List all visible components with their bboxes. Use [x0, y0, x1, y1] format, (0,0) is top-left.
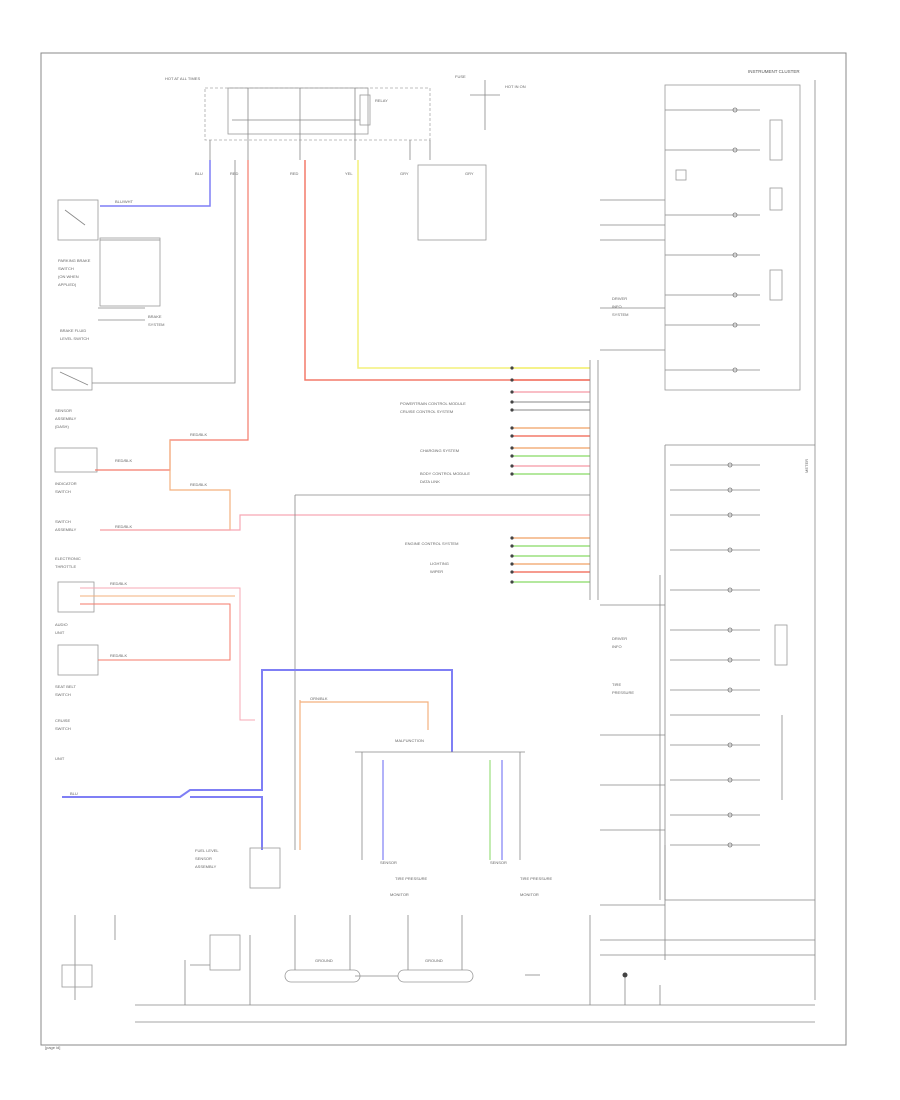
svg-text:METER: METER: [804, 459, 809, 473]
svg-text:SENSOR: SENSOR: [490, 860, 507, 865]
svg-text:RELAY: RELAY: [375, 98, 388, 103]
svg-text:LIGHTING: LIGHTING: [430, 561, 449, 566]
svg-text:RED/BLK: RED/BLK: [190, 482, 207, 487]
svg-text:DRIVER: DRIVER: [612, 636, 627, 641]
top-right-connector: FUSE HOT IN ON: [417, 74, 526, 241]
page-id: [page id]: [45, 1045, 60, 1050]
svg-text:BLU: BLU: [195, 171, 203, 176]
svg-text:ASSEMBLY: ASSEMBLY: [55, 416, 77, 421]
svg-text:ELECTRONIC: ELECTRONIC: [55, 556, 81, 561]
svg-text:UNIT: UNIT: [55, 630, 65, 635]
left-labels-middle: SENSOR ASSEMBLY (DASH) INDICATOR SWITCH …: [54, 408, 99, 761]
svg-text:SENSOR: SENSOR: [55, 408, 72, 413]
svg-text:ASSEMBLY: ASSEMBLY: [55, 527, 77, 532]
svg-text:CHARGING SYSTEM: CHARGING SYSTEM: [420, 448, 459, 453]
svg-text:INDICATOR: INDICATOR: [55, 481, 77, 486]
svg-text:WIPER: WIPER: [430, 569, 443, 574]
svg-text:RED/BLK: RED/BLK: [110, 581, 127, 586]
svg-text:ASSEMBLY: ASSEMBLY: [195, 864, 217, 869]
instrument-cluster: METER DRIVER: [600, 80, 816, 1000]
svg-text:PARKING BRAKE: PARKING BRAKE: [58, 258, 91, 263]
right-wire-stubs: [510, 366, 590, 584]
left-switch-2: BRAKE FLUID LEVEL SWITCH BRAKE SYSTEM: [51, 314, 164, 391]
svg-text:CRUISE: CRUISE: [55, 718, 70, 723]
wire-yellow: [357, 160, 590, 369]
svg-text:BRAKE FLUID: BRAKE FLUID: [60, 328, 86, 333]
svg-text:RED: RED: [230, 171, 239, 176]
svg-text:BODY CONTROL MODULE: BODY CONTROL MODULE: [420, 471, 470, 476]
center-junction: MALFUNCTION SENSOR SENSOR TIRE PRESSURE …: [355, 738, 553, 897]
svg-text:CRUISE CONTROL SYSTEM: CRUISE CONTROL SYSTEM: [400, 409, 453, 414]
svg-text:FUEL LEVEL: FUEL LEVEL: [195, 848, 219, 853]
wire-blue-top: [100, 160, 211, 207]
svg-text:UNIT: UNIT: [55, 756, 65, 761]
svg-text:BLU/WHT: BLU/WHT: [115, 199, 134, 204]
svg-text:SENSOR: SENSOR: [380, 860, 397, 865]
svg-text:SWITCH: SWITCH: [55, 519, 71, 524]
svg-text:TIRE: TIRE: [612, 682, 621, 687]
fuse-relay-box: HOT AT ALL TIMES RELAY BLU RED RED YEL G…: [165, 76, 474, 176]
svg-text:GRY: GRY: [465, 171, 474, 176]
svg-text:INFO: INFO: [612, 304, 622, 309]
svg-text:RED: RED: [290, 171, 299, 176]
left-switch-1: PARKING BRAKE SWITCH (ON WHEN APPLIED): [57, 199, 161, 307]
svg-text:DATA LINK: DATA LINK: [420, 479, 440, 484]
fuel-sensor: FUEL LEVEL SENSOR ASSEMBLY: [195, 847, 281, 889]
svg-text:APPLIED): APPLIED): [58, 282, 77, 287]
svg-text:RED/BLK: RED/BLK: [115, 458, 132, 463]
svg-text:SYSTEM: SYSTEM: [612, 312, 628, 317]
svg-text:RED/BLK: RED/BLK: [115, 524, 132, 529]
svg-text:SWITCH: SWITCH: [55, 692, 71, 697]
svg-text:(DASH): (DASH): [55, 424, 69, 429]
svg-text:INFO: INFO: [612, 644, 622, 649]
svg-text:RED/BLK: RED/BLK: [110, 653, 127, 658]
svg-text:ORN/BLK: ORN/BLK: [310, 696, 328, 701]
svg-text:LEVEL SWITCH: LEVEL SWITCH: [60, 336, 89, 341]
svg-text:SWITCH: SWITCH: [58, 266, 74, 271]
svg-text:BRAKE: BRAKE: [148, 314, 162, 319]
diagram-frame: [40, 52, 847, 1046]
wire-red-center: [304, 160, 590, 381]
svg-text:RED/BLK: RED/BLK: [190, 432, 207, 437]
svg-text:FUSE: FUSE: [455, 74, 466, 79]
svg-text:AUDIO: AUDIO: [55, 622, 68, 627]
svg-text:SWITCH: SWITCH: [55, 726, 71, 731]
svg-text:ENGINE CONTROL SYSTEM: ENGINE CONTROL SYSTEM: [405, 541, 458, 546]
svg-text:GRY: GRY: [400, 171, 409, 176]
svg-text:POWERTRAIN CONTROL MODULE: POWERTRAIN CONTROL MODULE: [400, 401, 466, 406]
svg-text:(ON WHEN: (ON WHEN: [58, 274, 79, 279]
svg-text:HOT AT ALL TIMES: HOT AT ALL TIMES: [165, 76, 200, 81]
svg-text:GROUND: GROUND: [425, 958, 443, 963]
bottom-grounds: GROUND GROUND: [61, 915, 815, 1023]
lower-indicators: [670, 462, 788, 848]
svg-text:DRIVER: DRIVER: [612, 296, 627, 301]
svg-text:GROUND: GROUND: [315, 958, 333, 963]
svg-text:THROTTLE: THROTTLE: [55, 564, 76, 569]
svg-text:PRESSURE: PRESSURE: [612, 690, 634, 695]
svg-text:SWITCH: SWITCH: [55, 489, 71, 494]
svg-text:MALFUNCTION: MALFUNCTION: [395, 738, 424, 743]
svg-text:SEAT BELT: SEAT BELT: [55, 684, 76, 689]
svg-text:SYSTEM: SYSTEM: [148, 322, 164, 327]
svg-text:MONITOR: MONITOR: [520, 892, 539, 897]
panel-title: INSTRUMENT CLUSTER: [748, 69, 800, 74]
svg-text:TIRE PRESSURE: TIRE PRESSURE: [520, 876, 553, 881]
svg-text:YEL: YEL: [345, 171, 353, 176]
svg-text:BLU: BLU: [70, 791, 78, 796]
svg-text:SENSOR: SENSOR: [195, 856, 212, 861]
right-connector-labels: POWERTRAIN CONTROL MODULE CRUISE CONTROL…: [400, 401, 470, 574]
upper-indicators: [665, 107, 783, 373]
wire-blue-bottom: [62, 669, 453, 798]
svg-text:MONITOR: MONITOR: [390, 892, 409, 897]
svg-text:TIRE PRESSURE: TIRE PRESSURE: [395, 876, 428, 881]
svg-text:HOT IN ON: HOT IN ON: [505, 84, 526, 89]
